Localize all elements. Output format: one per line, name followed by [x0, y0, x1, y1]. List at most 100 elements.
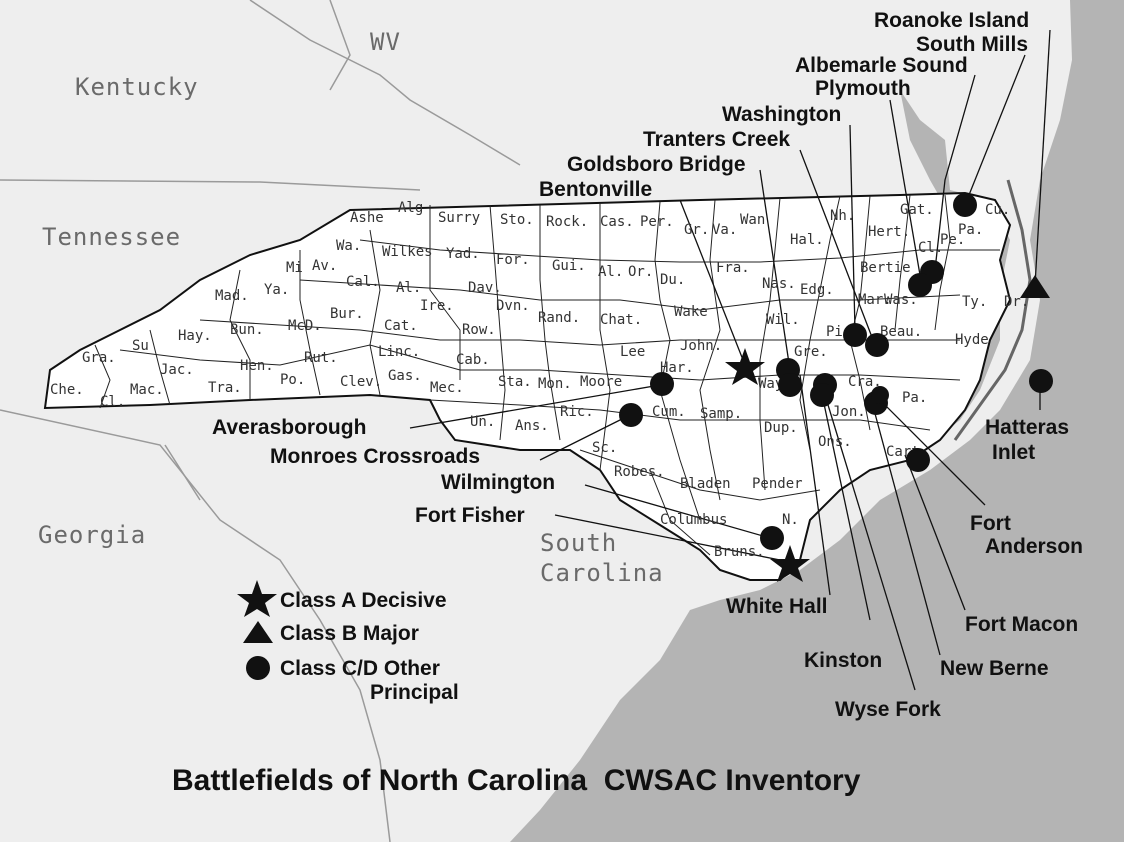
county-label: Hal.: [790, 232, 824, 248]
battle-markers: [619, 193, 1053, 582]
outer-banks: [953, 179, 1032, 441]
county-label: Su: [132, 338, 149, 354]
battle-label-wyse-fork: Wyse Fork: [835, 698, 941, 721]
battle-label-fort-macon: Fort Macon: [965, 613, 1078, 636]
county-label: Po.: [280, 372, 305, 388]
county-label: For.: [496, 252, 530, 268]
atlantic-ocean: [510, 0, 1124, 842]
battle-label-wilmington: Wilmington: [441, 471, 555, 494]
state-label-carolina: Carolina: [540, 559, 664, 587]
county-label: Row.: [462, 322, 496, 338]
county-label: Bur.: [330, 306, 364, 322]
county-label: Cu.: [985, 202, 1010, 218]
county-label: Clev.: [340, 374, 382, 390]
marker-wilmington: [760, 526, 784, 550]
marker-washington: [843, 323, 867, 347]
battle-label-averasborough: Averasborough: [212, 416, 366, 439]
county-label: Va.: [712, 222, 737, 238]
marker-plymouth: [908, 273, 932, 297]
county-label: Av.: [312, 258, 337, 274]
marker-class-a-fort-fisher: [770, 545, 810, 582]
county-lines: [94, 194, 1000, 556]
county-label: Dup.: [764, 420, 798, 436]
county-label: Dav.: [468, 280, 502, 296]
county-label: Mon.: [538, 376, 572, 392]
county-label: Robes.: [614, 464, 665, 480]
county-label: Du.: [660, 272, 685, 288]
state-label-south: South: [540, 529, 617, 557]
county-label: Rand.: [538, 310, 580, 326]
county-label: Alg: [398, 200, 423, 216]
county-label: Cas.: [600, 214, 634, 230]
battle-label-goldsboro-bridge: Goldsboro Bridge: [567, 153, 746, 176]
county-label: Or.: [628, 264, 653, 280]
state-label-kentucky: Kentucky: [75, 73, 199, 101]
legend-class-cd-2: Principal: [370, 681, 459, 704]
county-label: Bruns.: [714, 544, 765, 560]
county-label: Gre.: [794, 344, 828, 360]
marker-class-a-bentonville: [725, 348, 765, 385]
county-label: Hert.: [868, 224, 910, 240]
marker-monroes-crossroads: [619, 403, 643, 427]
marker-white-hall: [778, 373, 802, 397]
county-label: Nas.: [762, 276, 796, 292]
county-label: Un.: [470, 414, 495, 430]
county-label: Tra.: [208, 380, 242, 396]
county-label: John.: [680, 338, 722, 354]
county-label: Pa.: [958, 222, 983, 238]
county-label: Wan: [740, 212, 765, 228]
battle-label-hatteras-1: Hatteras: [985, 416, 1069, 439]
county-label: Columbus: [660, 512, 727, 528]
county-label: Hay.: [178, 328, 212, 344]
county-label: Gat.: [900, 202, 934, 218]
state-label-tennessee: Tennessee: [42, 223, 181, 251]
county-label: Bun.: [230, 322, 264, 338]
county-label: Beau.: [880, 324, 922, 340]
county-label: Ty.: [962, 294, 987, 310]
county-label: Sta.: [498, 374, 532, 390]
marker-averasborough: [650, 372, 674, 396]
county-label: N.: [782, 512, 799, 528]
county-label: Moore: [580, 374, 622, 390]
county-label: Jon.: [832, 404, 866, 420]
county-label: Wil.: [766, 312, 800, 328]
county-label: Surry: [438, 210, 480, 226]
county-label: Mec.: [430, 380, 464, 396]
county-label: Linc.: [378, 344, 420, 360]
battle-label-washington: Washington: [722, 103, 841, 126]
sounds-water: [900, 90, 1010, 440]
county-label: Gui.: [552, 258, 586, 274]
legend-class-b: Class B Major: [280, 622, 419, 645]
county-label: Al.: [598, 264, 623, 280]
county-label: Gra.: [82, 350, 116, 366]
battle-label-hatteras-2: Inlet: [992, 441, 1035, 464]
county-label: Bertie: [860, 260, 911, 276]
battle-label-kinston: Kinston: [804, 649, 882, 672]
county-label: Fra.: [716, 260, 750, 276]
battle-label-monroes-crossroads: Monroes Crossroads: [270, 445, 480, 468]
county-label: Cal.: [346, 274, 380, 290]
battle-label-roanoke-island: Roanoke Island: [874, 9, 1029, 32]
county-label: Mac.: [130, 382, 164, 398]
battle-label-new-berne: New Berne: [940, 657, 1049, 680]
county-label: Hyde: [955, 332, 989, 348]
county-label: Ashe: [350, 210, 384, 226]
county-label: Gr.: [684, 222, 709, 238]
legend-triangle-icon: [243, 621, 273, 643]
north-carolina: [43, 191, 1012, 581]
legend-circle-icon: [246, 656, 270, 680]
battle-label-bentonville: Bentonville: [539, 178, 652, 201]
county-label: Edg.: [800, 282, 834, 298]
battle-label-fort-anderson-2: Anderson: [985, 535, 1083, 558]
county-label: Mar.: [858, 292, 892, 308]
county-label: Che.: [50, 382, 84, 398]
county-label: Samp.: [700, 406, 742, 422]
county-label: Al.: [396, 280, 421, 296]
county-label: Lee: [620, 344, 645, 360]
county-label: Way: [758, 376, 783, 392]
marker-tranters-creek: [865, 333, 889, 357]
county-label: Cl.: [918, 240, 943, 256]
county-label: Ya.: [264, 282, 289, 298]
battle-label-fort-anderson-1: Fort: [970, 512, 1011, 535]
